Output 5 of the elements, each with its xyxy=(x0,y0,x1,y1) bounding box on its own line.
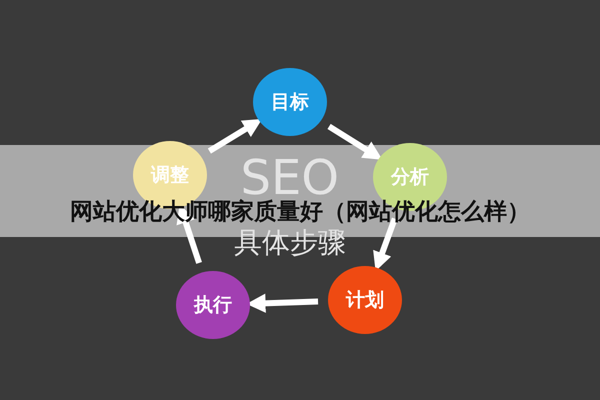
step-circle: 目标 xyxy=(253,68,327,136)
step-circle: 执行 xyxy=(176,271,250,339)
arrow xyxy=(327,124,382,160)
arrow xyxy=(208,118,262,154)
step-circle: 计划 xyxy=(328,266,402,334)
